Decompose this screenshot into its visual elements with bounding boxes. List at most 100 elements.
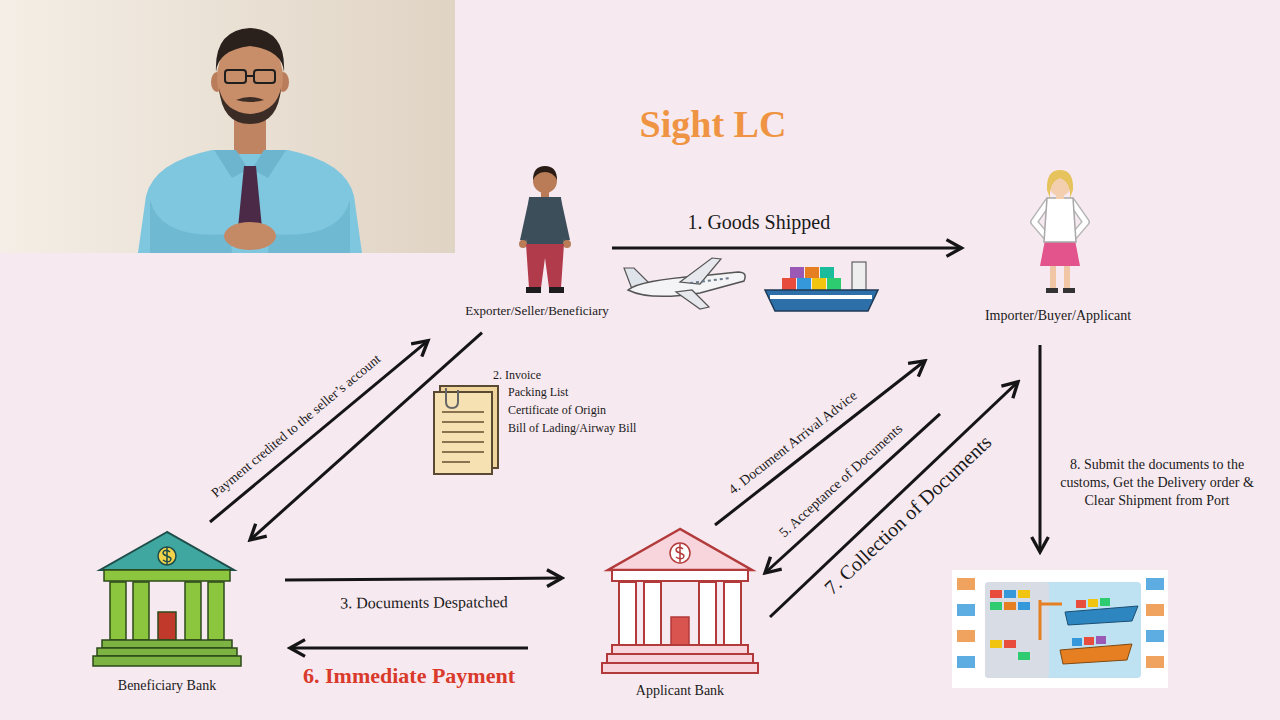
- port-illustration-part: [1018, 602, 1030, 610]
- presenter-video-part: [138, 150, 362, 253]
- cargo-ship-icon-part: [852, 262, 866, 290]
- edge-label: Payment credited to the seller’s account: [208, 351, 383, 501]
- importer-figure-part: [1044, 198, 1076, 242]
- document-icon-part: [446, 388, 458, 408]
- presenter-video-part: [236, 97, 264, 102]
- port-illustration-part: [957, 656, 975, 668]
- port-illustration-part: [952, 570, 1168, 688]
- port-illustration-part: [957, 578, 975, 590]
- port-illustration-part: [1004, 640, 1016, 648]
- beneficiary-bank-icon: [93, 532, 241, 666]
- exporter-figure-part: [526, 287, 541, 293]
- port-illustration: [952, 570, 1168, 688]
- document-icon-part: [442, 461, 470, 463]
- presenter-video: [0, 0, 455, 253]
- port-illustration-part: [985, 582, 1141, 678]
- applicant-bank-icon-part: [699, 582, 716, 645]
- beneficiary-bank-icon-part: [104, 570, 230, 581]
- applicant-bank-icon-part: [612, 645, 748, 654]
- applicant-bank-icon-part: [612, 570, 748, 581]
- cargo-ship-icon-part: [765, 290, 878, 311]
- flow-arrow: [290, 647, 528, 650]
- beneficiary-bank-icon-part: [93, 656, 241, 666]
- port-illustration-part: [1060, 644, 1132, 664]
- presenter-video-part: [0, 0, 455, 253]
- airplane-icon: [624, 258, 745, 309]
- presenter-video-part: [268, 200, 350, 253]
- cargo-ship-icon-part: [782, 278, 796, 290]
- port-illustration-part: [990, 590, 1002, 598]
- edge-label: 3. Documents Despatched: [340, 593, 508, 613]
- document-list-item: Bill of Lading/Airway Bill: [508, 421, 636, 437]
- beneficiary-bank-icon-part: [110, 582, 126, 640]
- document-list-item: 2. Invoice: [493, 368, 541, 384]
- document-icon-part: [442, 441, 484, 443]
- presenter-video-part: [254, 70, 275, 83]
- exporter-figure-part: [526, 244, 564, 288]
- port-illustration-part: [1076, 600, 1086, 608]
- importer-figure-part: [1047, 170, 1073, 198]
- applicant-bank-icon-part: [608, 529, 752, 570]
- document-icon-part: [442, 431, 484, 433]
- customs-step-arrow: [1040, 345, 1041, 552]
- flow-arrow: [612, 247, 962, 250]
- flow-arrow: [210, 341, 428, 522]
- cargo-ship-icon-part: [812, 278, 826, 290]
- port-illustration-part: [1004, 590, 1016, 598]
- bank-building: Beneficiary Bank: [97, 528, 237, 695]
- cargo-ship-icon-part: [827, 278, 841, 290]
- beneficiary-bank-icon-part: [163, 547, 171, 565]
- port-illustration-part: [990, 640, 1002, 648]
- importer-figure-part: [1064, 264, 1070, 289]
- presenter-video-part: [219, 88, 281, 124]
- document-list-item: Certificate of Origin: [508, 403, 606, 419]
- flow-arrow: [285, 578, 562, 580]
- diagram-title: Sight LC: [640, 104, 787, 146]
- cargo-ship-icon-part: [790, 267, 804, 278]
- cargo-ship-icon-part: [797, 278, 811, 290]
- port-illustration-part: [1100, 598, 1110, 606]
- port-illustration-part: [957, 604, 975, 616]
- applicant-bank-icon-part: [676, 544, 684, 562]
- flow-arrow: [770, 382, 1018, 617]
- beneficiary-bank-icon-part: [185, 582, 201, 640]
- port-illustration-part: [1072, 638, 1082, 646]
- node-label: Importer/Buyer/Applicant: [985, 308, 1131, 325]
- node-label: Beneficiary Bank: [118, 678, 216, 695]
- presenter-video-part: [225, 70, 246, 83]
- cargo-ship-icon-part: [820, 267, 834, 278]
- presenter-video-part: [224, 222, 276, 250]
- document-icon-part: [442, 411, 484, 413]
- importer-figure: [1034, 170, 1086, 293]
- beneficiary-bank-icon-part: [158, 612, 176, 640]
- port-illustration-part: [1018, 590, 1030, 598]
- port-illustration-part: [1004, 602, 1016, 610]
- exporter-figure-part: [563, 240, 571, 248]
- port-illustration-part: [957, 630, 975, 642]
- document-list-item: Packing List: [508, 385, 568, 401]
- applicant-bank-icon: [602, 529, 758, 673]
- exporter-party: Exporter/Seller/Beneficiary: [462, 165, 612, 319]
- port-illustration-part: [1040, 600, 1062, 640]
- port-illustration-part: [1096, 636, 1106, 644]
- exporter-figure-part: [556, 199, 570, 242]
- bank-building: Applicant Bank: [605, 525, 755, 700]
- document-icon: [434, 386, 498, 474]
- port-illustration-part: [1146, 630, 1164, 642]
- port-illustration-part: [1088, 599, 1098, 607]
- exporter-figure-part: [519, 240, 527, 248]
- port-illustration-part: [1146, 578, 1164, 590]
- edge-label: 6. Immediate Payment: [303, 663, 515, 688]
- importer-figure-part: [1063, 288, 1075, 293]
- cargo-ship-icon-part: [770, 295, 872, 299]
- port-illustration-part: [1018, 652, 1030, 660]
- port-illustration-part: [1146, 656, 1164, 668]
- document-icon-part: [434, 392, 492, 474]
- applicant-bank-icon-part: [644, 582, 661, 645]
- beneficiary-bank-icon-part: [158, 547, 176, 565]
- exporter-figure: [519, 166, 571, 293]
- document-icon-part: [442, 451, 484, 453]
- applicant-bank-icon-part: [724, 582, 741, 645]
- port-illustration-part: [990, 602, 1002, 610]
